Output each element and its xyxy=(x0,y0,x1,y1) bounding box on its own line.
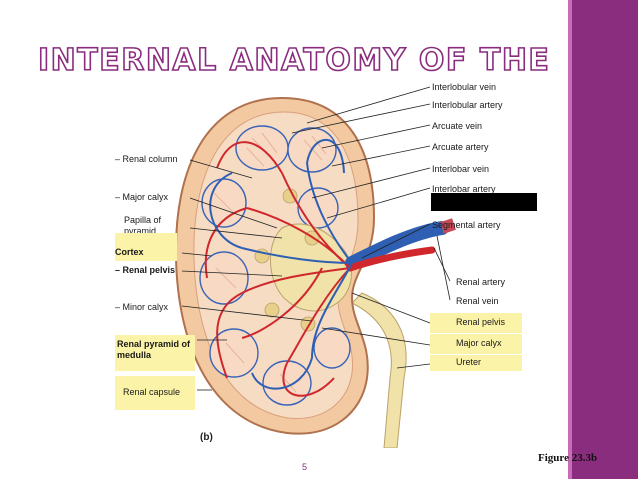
label-renal-column: – Renal column xyxy=(115,154,178,164)
redaction-box xyxy=(431,193,537,211)
label-cortex: Cortex xyxy=(115,233,177,261)
label-minor-calyx: – Minor calyx xyxy=(115,302,169,312)
label-renal-pyramid-of-medulla: Renal pyramid of medulla xyxy=(115,335,195,371)
label-papilla-of-pyramid: Papilla of pyramid xyxy=(124,215,162,236)
label-renal-capsule: Renal capsule xyxy=(115,376,195,410)
accent-side-band xyxy=(568,0,638,479)
label-major-calyx-right: Major calyx xyxy=(430,334,522,354)
label-arcuate-vein: Arcuate vein xyxy=(432,121,483,131)
label-renal-vein: Renal vein xyxy=(456,296,499,306)
page-number: 5 xyxy=(302,462,308,472)
label-renal-artery: Renal artery xyxy=(456,277,506,287)
label-arcuate-artery: Arcuate artery xyxy=(432,142,489,152)
slide-title: INTERNAL ANATOMY OF THE KIDNEYS xyxy=(38,42,558,76)
svg-text:INTERNAL ANATOMY OF THE KIDNEY: INTERNAL ANATOMY OF THE KIDNEYS xyxy=(38,43,558,76)
figure-caption: Figure 23.3b xyxy=(538,452,598,464)
label-renal-pelvis-left: – Renal pelvis xyxy=(115,265,176,275)
label-interlobar-vein: Interlobar vein xyxy=(432,164,490,174)
label-segmental-artery: Segmental artery xyxy=(432,220,501,230)
label-renal-pelvis-right: Renal pelvis xyxy=(430,313,522,333)
label-major-calyx-left: – Major calyx xyxy=(115,192,169,202)
label-interlobular-artery: Interlobular artery xyxy=(432,100,503,110)
panel-label: (b) xyxy=(200,432,213,443)
label-interlobar-artery: Interlobar artery xyxy=(432,184,496,194)
kidney-cross-section-illustration xyxy=(174,86,456,448)
label-interlobular-vein: Interlobular vein xyxy=(432,82,497,92)
label-ureter: Ureter xyxy=(430,355,522,371)
